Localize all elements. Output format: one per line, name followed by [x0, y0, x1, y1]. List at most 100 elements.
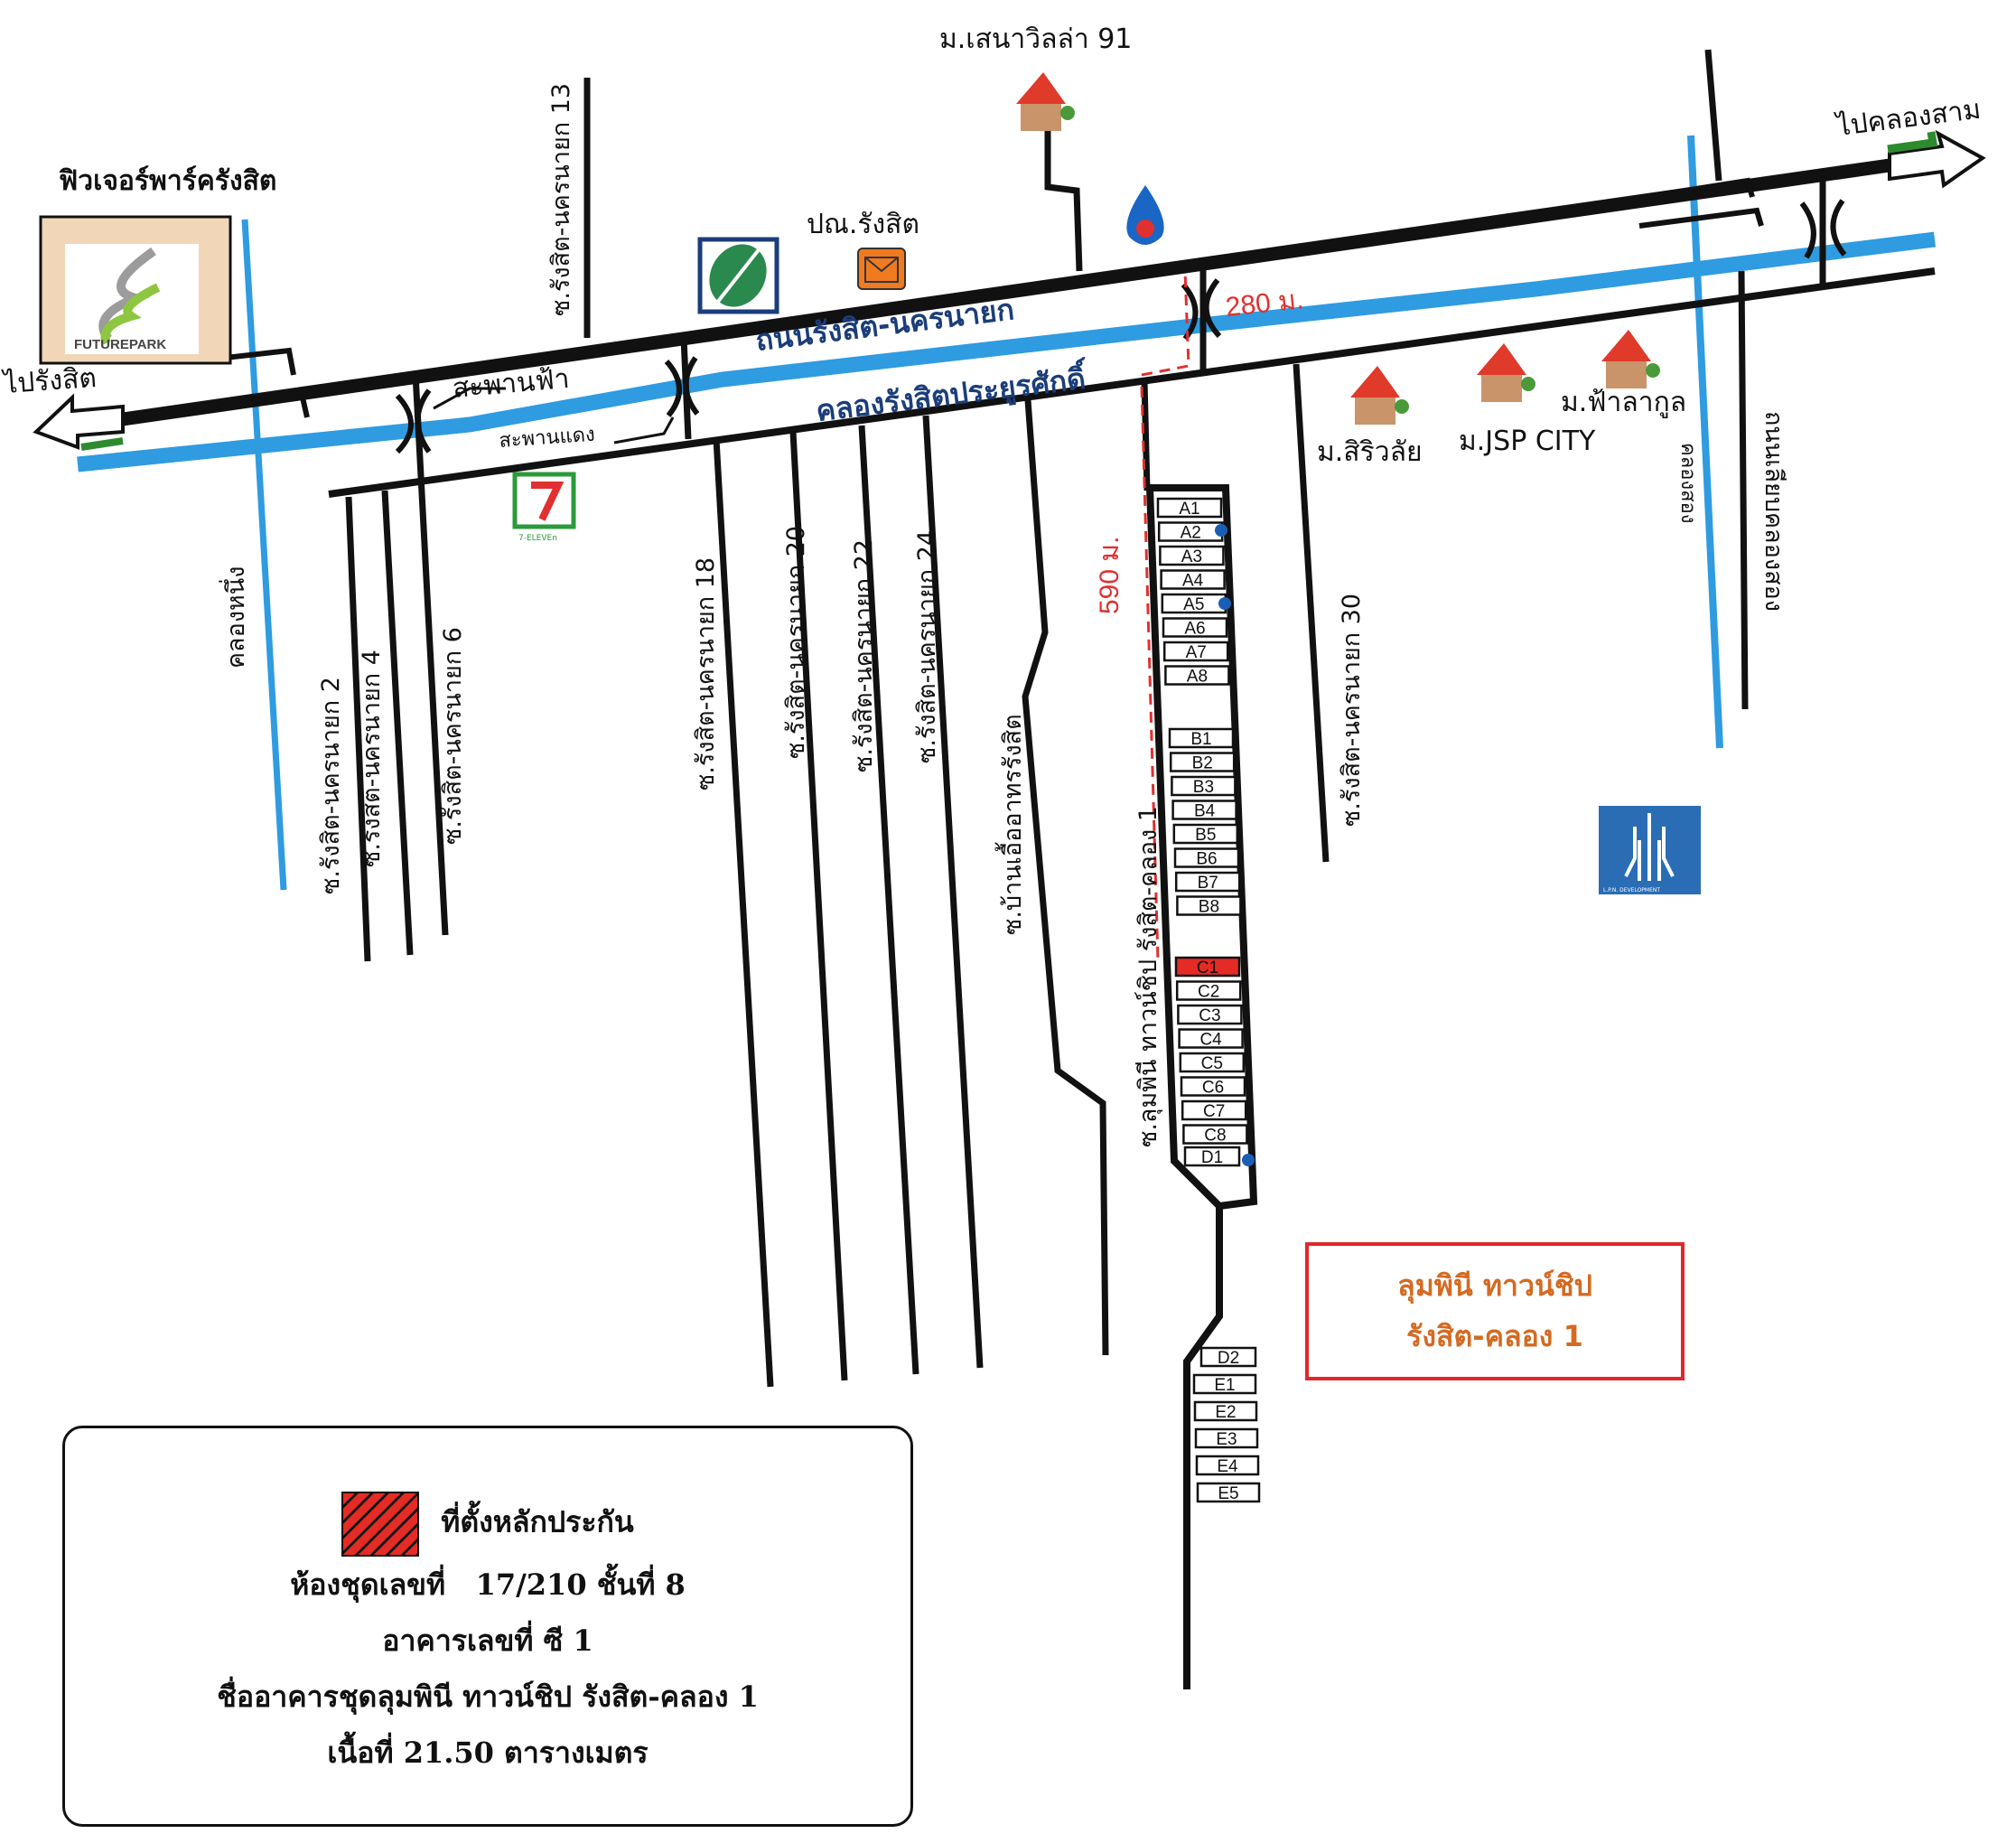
lumpini-compound-outline: [1146, 484, 1258, 1689]
canal-rangsit-prayoonsak: [77, 231, 1937, 472]
distance-markers: [1140, 270, 1190, 962]
post-office-icon: [857, 248, 906, 290]
soi-4-label: ซ.รังสิต-นครนายก 4: [358, 650, 386, 867]
soi-20-line: [789, 431, 848, 1381]
building-label: E5: [1218, 1484, 1238, 1503]
building-e3: E3: [1194, 1427, 1259, 1449]
building-label: E4: [1217, 1457, 1238, 1476]
building-label: B2: [1192, 754, 1213, 773]
building-d1: D1: [1183, 1146, 1241, 1167]
building-a3: A3: [1159, 545, 1225, 566]
building-label: C4: [1199, 1031, 1222, 1050]
building-label: B1: [1190, 730, 1211, 749]
building-a4: A4: [1160, 569, 1226, 591]
arrow-to-rangsit: [33, 393, 125, 451]
building-e1: E1: [1192, 1373, 1257, 1395]
red-bridge-label: สะพานแดง: [499, 424, 596, 453]
entrance-dot: [1242, 1154, 1255, 1166]
building-e4: E4: [1195, 1455, 1260, 1476]
soi-2-line: [345, 496, 371, 962]
liap-khlong-song-label: ถนนเลียบคลองสอง: [1759, 411, 1787, 612]
liap-khlong-song-road: [1738, 270, 1749, 710]
building-label: D2: [1218, 1349, 1239, 1368]
soi-6-label: ซ.รังสิต-นครนายก 6: [439, 627, 467, 845]
project-title-line2: รังสิต-คลอง 1: [1406, 1319, 1583, 1353]
soi-2-label: ซ.รังสิต-นครนายก 2: [317, 677, 345, 894]
soi-18-label: ซ.รังสิต-นครนายก 18: [692, 557, 720, 791]
house-icon-jsp: [1477, 343, 1535, 402]
frontage-road-south: [328, 267, 1936, 498]
building-label: A2: [1181, 524, 1201, 543]
soi-22-label: ซ.รังสิต-นครนายก 22: [850, 539, 878, 772]
building-label: A7: [1186, 643, 1207, 662]
building-label: B5: [1195, 826, 1216, 845]
legend-box: ที่ตั้งหลักประกัน ห้องชุดเลขที่ 17/210 ช…: [62, 1426, 913, 1827]
building-label: E2: [1215, 1403, 1236, 1422]
building-c1: C1: [1174, 956, 1241, 978]
building-a7: A7: [1162, 641, 1229, 662]
building-label: E3: [1216, 1430, 1237, 1449]
future-park-label: ฟิวเจอร์พาร์ครังสิต: [59, 165, 277, 197]
house-icon-senee: [1016, 72, 1075, 131]
future-park-logo: FUTUREPARK: [39, 215, 232, 365]
building-label: E1: [1214, 1376, 1235, 1395]
seven-glyph: [531, 482, 565, 521]
soi-lumpini-label: ซ.ลุมพินี ทาวน์ชิป รังสิต-คลอง 1: [1134, 806, 1163, 1147]
soi-24-line: [922, 415, 984, 1369]
building-label: C1: [1197, 959, 1218, 978]
soi-30-label: ซ.รังสิต-นครนายก 30: [1338, 594, 1366, 827]
building-label: C3: [1199, 1006, 1220, 1025]
building-c7: C7: [1181, 1099, 1247, 1121]
arrow-to-khlong-sam: [1887, 129, 1986, 189]
building-label: C6: [1202, 1079, 1224, 1098]
legend-unit-no: ห้องชุดเลขที่ 17/210 ชั้นที่ 8: [290, 1567, 686, 1602]
building-label: B8: [1199, 898, 1219, 917]
north-road-line: [1704, 49, 1722, 182]
building-b3: B3: [1171, 775, 1237, 797]
building-label: C2: [1198, 983, 1219, 1002]
khlong-song-label: คลองสอง: [1676, 443, 1699, 524]
canal-khlong-nueng: [241, 219, 287, 891]
building-label: B3: [1193, 778, 1214, 797]
building-label: D1: [1201, 1148, 1223, 1167]
building-b4: B4: [1171, 800, 1237, 821]
fah-lakul-label: ม.ฟ้าลากูล: [1561, 387, 1686, 418]
house-icon-fah-lakul: [1601, 330, 1660, 388]
siriwalai-label: ม.สิริวลัย: [1317, 436, 1423, 468]
building-label: C5: [1201, 1054, 1223, 1073]
building-c3: C3: [1177, 1004, 1243, 1025]
building-b1: B1: [1168, 727, 1235, 749]
lpn-logo: L.P.N. DEVELOPMENT: [1599, 806, 1701, 894]
legend-area: เนื้อที่ 21.50 ตารางเมตร: [327, 1735, 649, 1770]
lumpini-road: [1141, 379, 1151, 491]
building-label: B4: [1194, 802, 1216, 821]
entrance-dot: [1215, 524, 1227, 537]
to-rangsit-label: ไปรังสิต: [1, 361, 98, 400]
building-a2: A2: [1157, 521, 1224, 543]
post-office-label: ปณ.รังสิต: [807, 209, 919, 240]
seven-eleven-text: 7-ELEVEn: [518, 534, 557, 543]
soi-22-line: [858, 425, 919, 1375]
senee-villa-road: [1044, 129, 1083, 272]
building-a1: A1: [1156, 497, 1223, 519]
soi-13-label: ซ.รังสิต-นครนายก 13: [547, 83, 575, 316]
building-label: C7: [1203, 1102, 1225, 1121]
bank-icon: [697, 237, 779, 314]
building-c2: C2: [1175, 980, 1242, 1002]
soi-18-line: [713, 438, 774, 1388]
building-label: A1: [1179, 500, 1199, 519]
building-b7: B7: [1174, 871, 1241, 893]
soi-6-line: [412, 373, 449, 936]
building-a5: A5: [1161, 593, 1227, 614]
gas-station-icon: [1126, 185, 1164, 245]
building-c8: C8: [1182, 1124, 1248, 1146]
building-d2: D2: [1199, 1346, 1257, 1368]
building-e5: E5: [1196, 1482, 1261, 1503]
house-icon-siriwalai: [1350, 366, 1409, 425]
lpn-logo-text: L.P.N. DEVELOPMENT: [1603, 887, 1660, 893]
legend-building-name: ชื่ออาคารชุดลุมพินี ทาวน์ชิป รังสิต-คลอง…: [217, 1679, 759, 1714]
building-label: A4: [1182, 572, 1204, 591]
legend-building-no: อาคารเลขที่ ซี 1: [382, 1623, 593, 1658]
building-b8: B8: [1176, 895, 1242, 917]
